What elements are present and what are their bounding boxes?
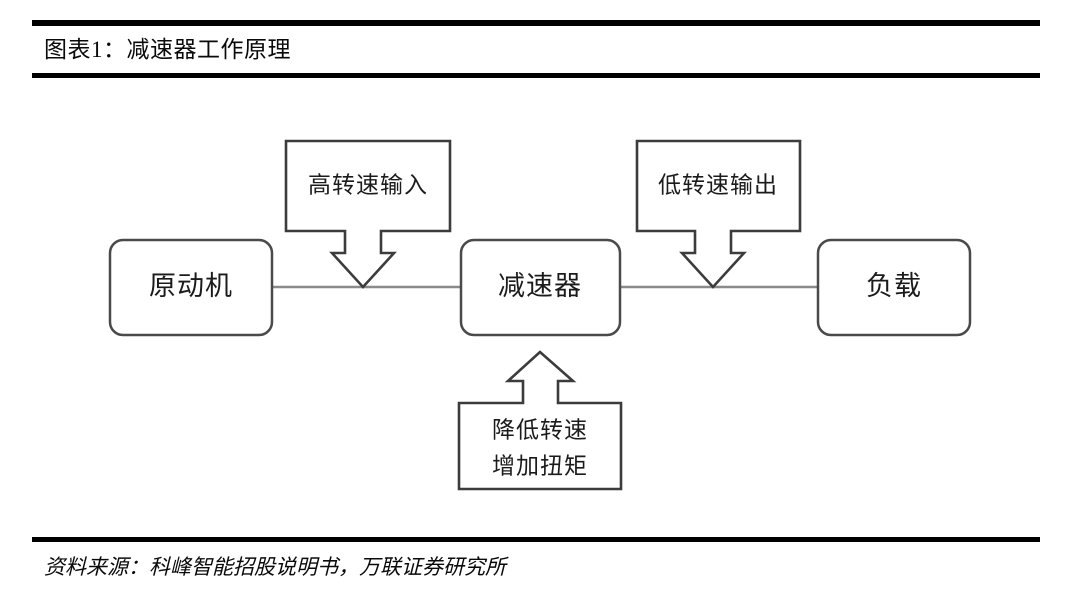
source-rule — [32, 537, 1040, 542]
figure-source: 资料来源：科峰智能招股说明书，万联证券研究所 — [44, 555, 506, 579]
node-load: 负载 — [816, 238, 972, 337]
callout-reduce-speed-label-line1: 降低转速 — [492, 417, 588, 442]
callout-reduce-speed-increase-torque: 降低转速 增加扭矩 — [457, 350, 623, 491]
node-reducer: 减速器 — [459, 238, 622, 337]
callout-low-speed-output: 低转速输出 — [635, 139, 802, 289]
callout-high-speed-input: 高转速输入 — [284, 139, 452, 289]
node-prime-mover: 原动机 — [108, 238, 274, 337]
header-rule-bottom — [32, 73, 1040, 78]
callout-low-speed-output-label: 低转速输出 — [658, 172, 778, 197]
callout-high-speed-input-label: 高转速输入 — [308, 172, 428, 197]
diagram-canvas: 原动机 减速器 负载 高转速输入 低转速输出 — [0, 90, 1065, 530]
node-load-label: 负载 — [866, 271, 922, 301]
figure-title: 图表1：减速器工作原理 — [44, 37, 291, 62]
node-prime-mover-label: 原动机 — [149, 271, 233, 301]
header-rule-top — [32, 20, 1040, 26]
node-reducer-label: 减速器 — [498, 271, 582, 301]
callout-increase-torque-label-line2: 增加扭矩 — [492, 453, 588, 478]
